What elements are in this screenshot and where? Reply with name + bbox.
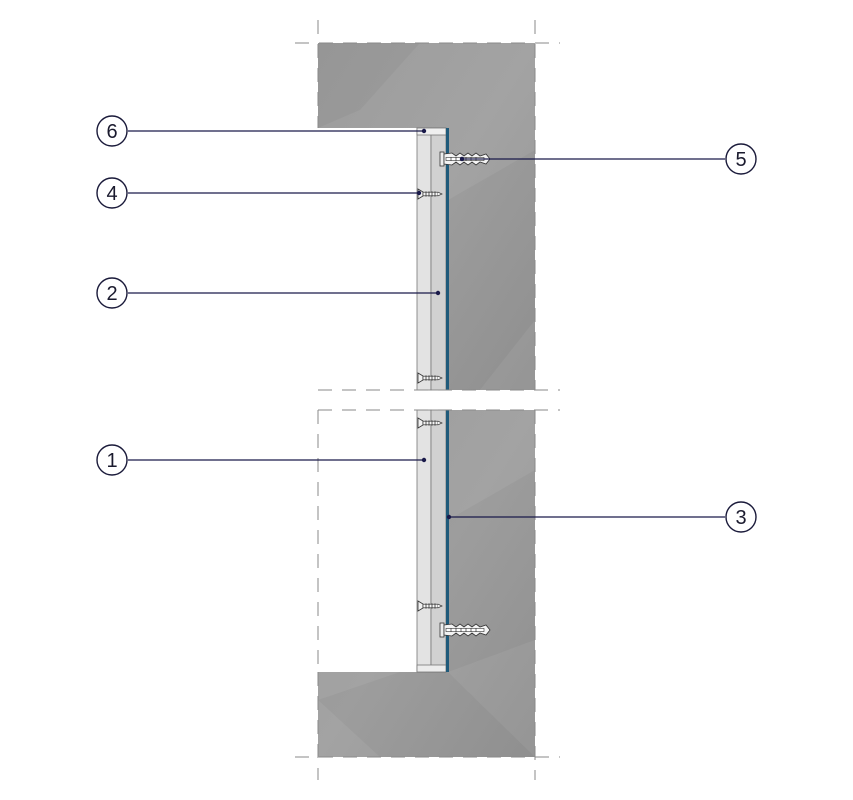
leader-dot-3 bbox=[446, 514, 452, 520]
callout-3: 3 bbox=[725, 501, 757, 533]
leader-dot-2 bbox=[435, 290, 441, 296]
callout-6: 6 bbox=[96, 115, 128, 147]
leader-dot-6 bbox=[421, 128, 427, 134]
leader-dot-5 bbox=[459, 156, 465, 162]
wall-substrate bbox=[318, 43, 535, 390]
leader-dot-1 bbox=[421, 457, 427, 463]
callout-label: 2 bbox=[106, 283, 117, 305]
callout-label: 4 bbox=[106, 183, 117, 205]
callout-label: 5 bbox=[735, 149, 746, 171]
bottom-edge-strip bbox=[416, 664, 447, 673]
callout-label: 1 bbox=[106, 450, 117, 472]
board-outer-upper bbox=[416, 127, 432, 391]
callout-label: 3 bbox=[735, 507, 746, 529]
callout-4: 4 bbox=[96, 177, 128, 209]
callout-2: 2 bbox=[96, 277, 128, 309]
callout-1: 1 bbox=[96, 444, 128, 476]
leader-dot-4 bbox=[416, 190, 422, 196]
callout-label: 6 bbox=[106, 121, 117, 143]
callout-5: 5 bbox=[725, 143, 757, 175]
wall-substrate-lower bbox=[318, 410, 535, 757]
board-inner-upper bbox=[430, 127, 447, 391]
board-outer-lower bbox=[416, 409, 432, 673]
